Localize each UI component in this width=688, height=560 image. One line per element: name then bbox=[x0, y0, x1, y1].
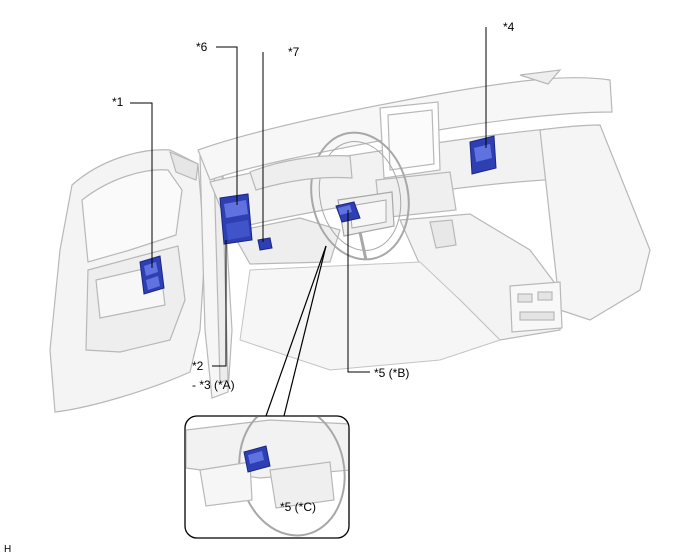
callout-5-b: *5 (*B) bbox=[374, 366, 410, 380]
floor bbox=[239, 261, 501, 371]
callout-7: *7 bbox=[288, 45, 300, 59]
part-1-door-switch bbox=[139, 255, 165, 295]
callout-1: *1 bbox=[112, 95, 124, 109]
zoom-lines bbox=[265, 245, 327, 417]
corner-code: H bbox=[4, 544, 12, 555]
detail-inset bbox=[184, 415, 350, 539]
center-console bbox=[399, 213, 563, 341]
part-6-ecu-block bbox=[219, 193, 253, 245]
driver-door bbox=[49, 149, 206, 413]
callout-5-c: *5 (*C) bbox=[280, 500, 317, 514]
leader-lines bbox=[130, 27, 487, 507]
callout-4: *4 bbox=[503, 20, 515, 34]
part-7-small-connector bbox=[257, 237, 273, 251]
part-4-passenger-ecu bbox=[469, 135, 497, 175]
callout-2: *2 bbox=[192, 359, 204, 373]
gauge-hood bbox=[249, 155, 353, 191]
callout-3: - *3 (*A) bbox=[192, 378, 235, 392]
callout-6: *6 bbox=[196, 40, 208, 54]
